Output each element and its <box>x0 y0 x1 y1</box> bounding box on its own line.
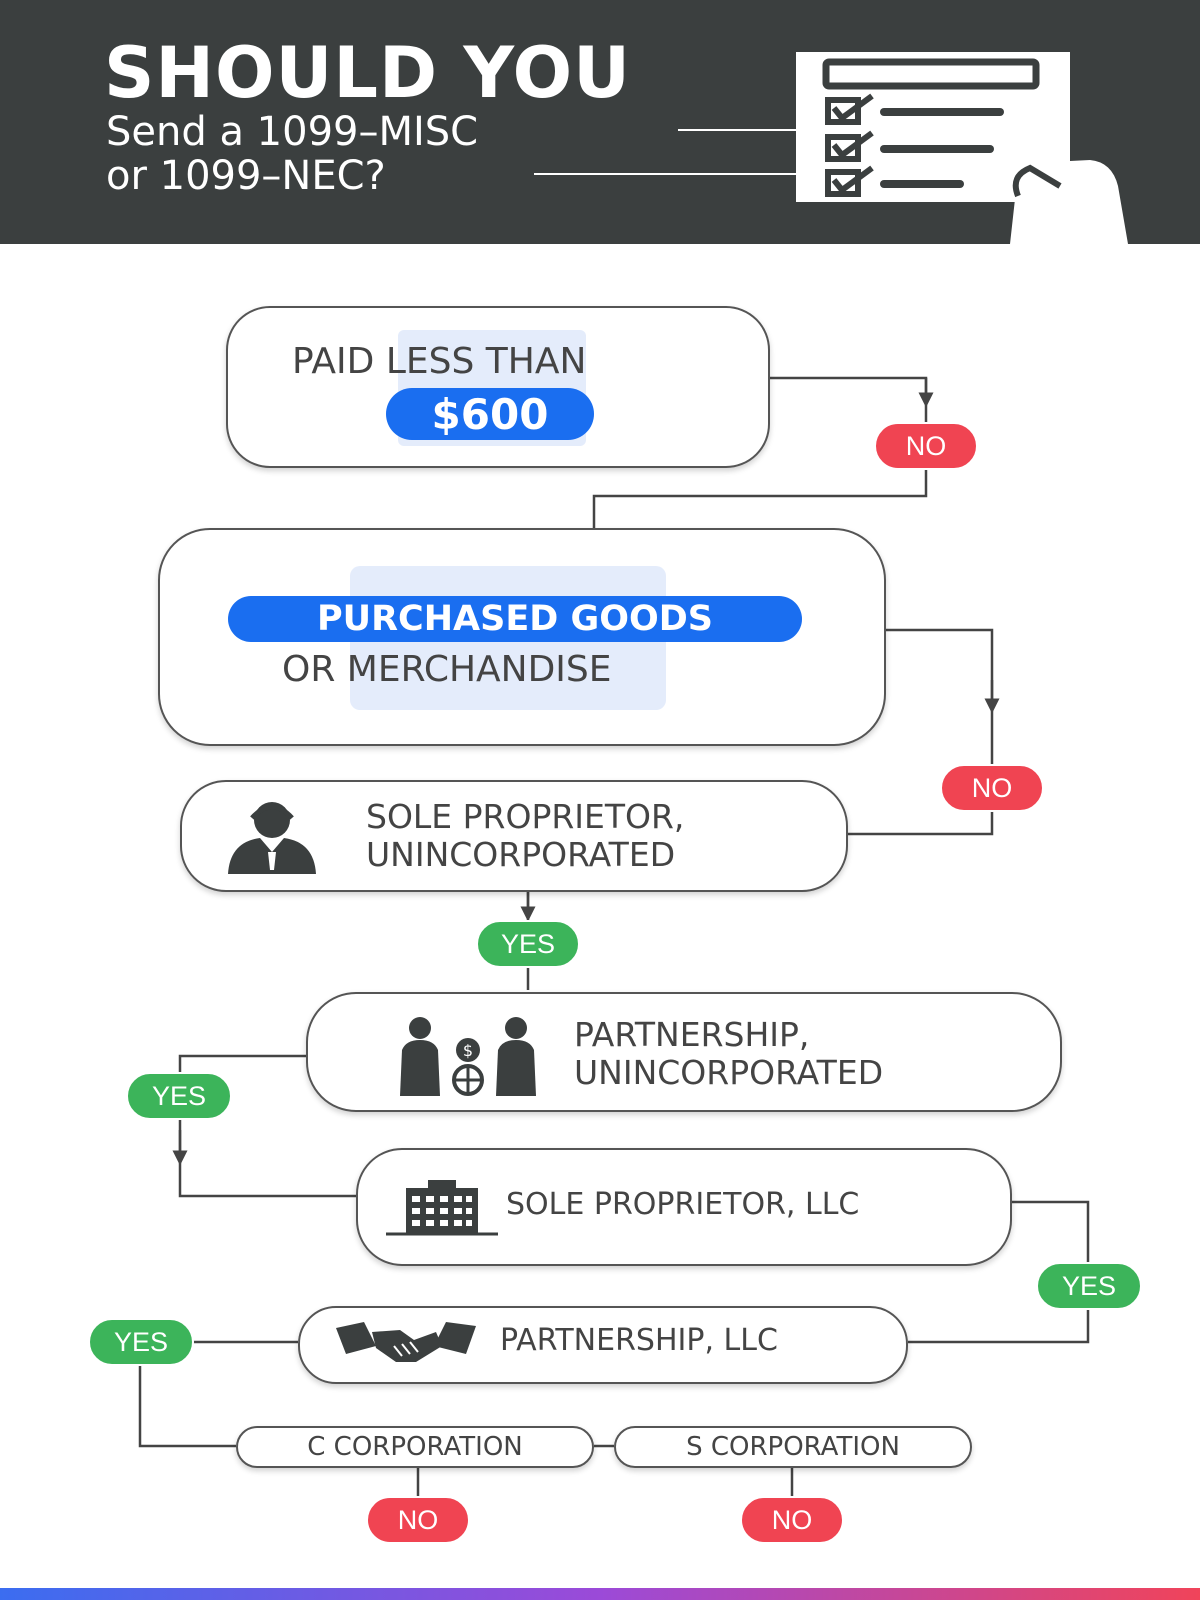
page-subtitle-line1: Send a 1099–MISC <box>106 109 479 155</box>
partnership-uninc-line1: PARTNERSHIP, <box>574 1015 810 1054</box>
no-badge: NO <box>874 422 978 470</box>
sole-prop-uninc-line2: UNINCORPORATED <box>366 835 676 874</box>
no-badge: NO <box>366 1496 470 1544</box>
c-corporation-box <box>236 1426 594 1468</box>
page-subtitle-line2: or 1099–NEC? <box>106 153 386 199</box>
no-badge: NO <box>740 1496 844 1544</box>
checklist-hand-icon <box>534 52 1128 244</box>
office-building-icon <box>386 1180 498 1236</box>
yes-badge: YES <box>476 920 580 968</box>
person-icon <box>228 802 316 874</box>
no-badge: NO <box>940 764 1044 812</box>
sole-prop-uninc-line1: SOLE PROPRIETOR, <box>366 797 685 836</box>
svg-text:$: $ <box>463 1041 473 1060</box>
purchased-goods-pill: PURCHASED GOODS <box>228 596 802 642</box>
yes-badge: YES <box>88 1318 194 1366</box>
partnership-uninc-line2: UNINCORPORATED <box>574 1053 884 1092</box>
c-corporation-label: C CORPORATION <box>307 1432 523 1462</box>
yes-badge: YES <box>1036 1262 1142 1310</box>
sole-prop-llc-label: SOLE PROPRIETOR, LLC <box>506 1187 860 1222</box>
paid-less-than-label: PAID LESS THAN <box>292 341 587 382</box>
partnership-llc-label: PARTNERSHIP, LLC <box>500 1323 778 1358</box>
merchandise-label: OR MERCHANDISE <box>282 649 612 690</box>
partners-money-icon: $ <box>400 1017 536 1096</box>
page-title: SHOULD YOU <box>104 32 631 114</box>
handshake-icon <box>336 1322 476 1362</box>
s-corporation-label: S CORPORATION <box>686 1432 900 1462</box>
s-corporation-box <box>614 1426 972 1468</box>
yes-badge: YES <box>126 1072 232 1120</box>
footer-gradient-bar <box>0 1588 1200 1600</box>
amount-600-pill: $600 <box>386 388 594 440</box>
